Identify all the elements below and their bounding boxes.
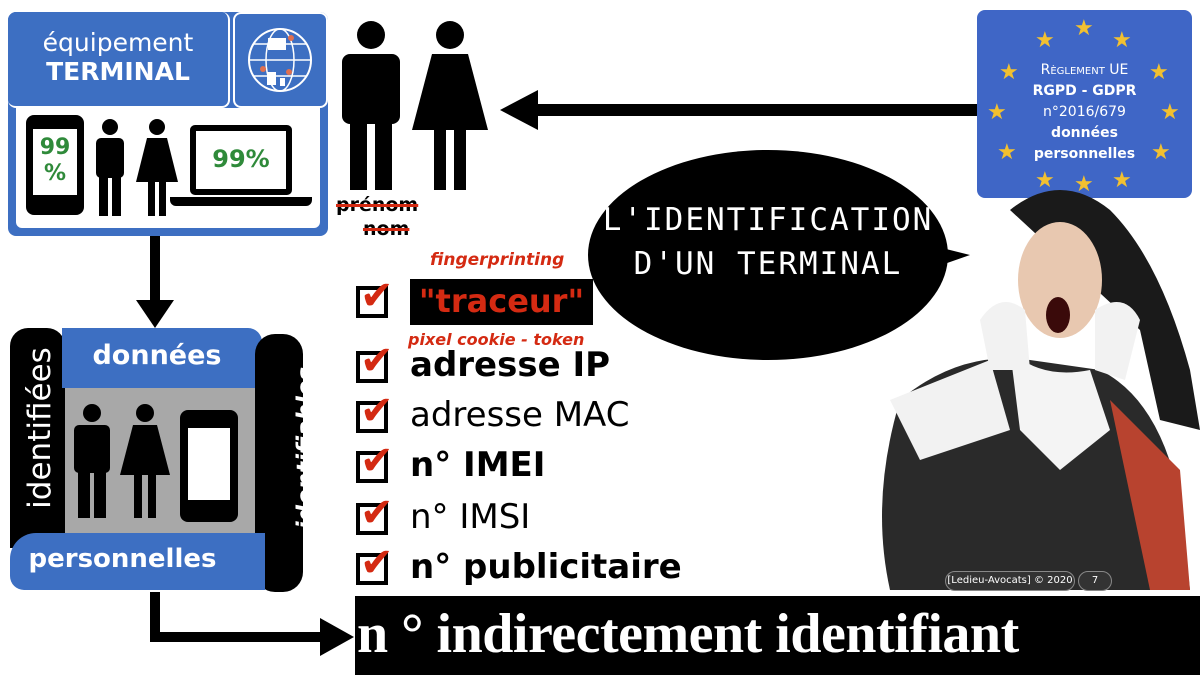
checkbox-checked: ✔ <box>356 543 400 587</box>
star-icon: ★ <box>1160 100 1180 125</box>
tracker-label: "traceur" <box>410 279 593 325</box>
man-icon <box>70 403 114 522</box>
checkmark-icon: ✔ <box>360 388 394 434</box>
checkbox-checked: ✔ <box>356 276 400 320</box>
conclusion-banner <box>355 596 1200 675</box>
checkbox-checked: ✔ <box>356 341 400 385</box>
checkmark-icon: ✔ <box>360 338 394 384</box>
woman-icon-large <box>410 20 490 190</box>
top-label-bar <box>62 328 262 388</box>
label-data: données <box>92 340 222 371</box>
star-icon: ★ <box>1112 28 1132 53</box>
checklist-item-mac: adresse MAC <box>410 395 630 435</box>
first-name-crossed: prénom <box>336 194 419 216</box>
checklist-item-ip: adresse IP <box>410 345 611 385</box>
checkmark-icon: ✔ <box>360 273 394 319</box>
star-icon: ★ <box>1074 16 1094 41</box>
arrow-elbow-vertical <box>150 592 160 642</box>
eu-line5: personnelles <box>1033 146 1136 162</box>
checkmark-icon: ✔ <box>360 438 394 484</box>
laptop-icon: 99% <box>190 125 292 195</box>
man-icon <box>90 118 130 216</box>
laptop-base <box>170 197 312 206</box>
star-icon: ★ <box>1074 172 1094 197</box>
star-icon: ★ <box>987 100 1007 125</box>
bubble-tail <box>930 245 970 269</box>
star-icon: ★ <box>1112 168 1132 193</box>
arrow-down-head <box>136 300 174 328</box>
eu-line2: RGPD - GDPR <box>1032 83 1137 99</box>
bubble-line1: L'IDENTIFICATION <box>602 202 934 238</box>
laptop-percent: 99% <box>212 145 270 173</box>
arrow-left-head <box>500 90 538 130</box>
checkbox-checked: ✔ <box>356 493 400 537</box>
arrow-elbow-horizontal <box>150 632 325 642</box>
checkmark-icon: ✔ <box>360 490 394 536</box>
phone-percent-bottom: % <box>43 161 67 186</box>
star-icon: ★ <box>1035 168 1055 193</box>
star-icon: ★ <box>1151 140 1171 165</box>
conclusion-text: n ° indirectement identifiant <box>357 603 1019 665</box>
bubble-line2: D'UN TERMINAL <box>633 246 903 282</box>
label-personal: personnelles <box>28 544 217 574</box>
arrow-down-shaft <box>150 236 160 306</box>
eu-regulation-badge: Règlement UE RGPD - GDPR n°2016/679 donn… <box>977 10 1192 198</box>
woman-icon <box>118 403 172 522</box>
terminal-line2: TERMINAL <box>46 57 190 86</box>
shouting-woman-illustration <box>860 170 1200 590</box>
label-identifiable: identifiables <box>293 366 319 530</box>
left-label-bar <box>10 328 65 548</box>
label-identified: identifiées <box>22 347 58 509</box>
arrow-right-head <box>320 618 354 656</box>
star-icon: ★ <box>1149 60 1169 85</box>
arrow-left-shaft <box>535 104 977 116</box>
phone-percent-top: 99 <box>39 135 71 160</box>
checkbox-checked: ✔ <box>356 391 400 435</box>
star-icon: ★ <box>997 140 1017 165</box>
checklist-item-imsi: n° IMSI <box>410 497 531 537</box>
checklist-item-imei: n° IMEI <box>410 445 546 485</box>
checklist-item-advertising-id: n° publicitaire <box>410 547 682 587</box>
woman-icon <box>134 118 180 216</box>
bottom-label-bar <box>10 533 265 590</box>
smartphone-icon <box>180 410 238 522</box>
terminal-line1: équipement <box>42 28 194 57</box>
checkmark-icon: ✔ <box>360 540 394 586</box>
checkbox-checked: ✔ <box>356 441 400 485</box>
tracker-subtitle: pixel cookie - token <box>408 330 585 349</box>
eu-line4: données <box>1051 125 1118 141</box>
man-icon-large <box>336 20 406 190</box>
smartphone-icon: 99 % <box>26 115 84 215</box>
terminal-header: équipement TERMINAL <box>8 12 230 108</box>
fingerprinting-label: fingerprinting <box>430 250 565 270</box>
globe-network-icon <box>233 12 328 108</box>
eu-line3: n°2016/679 <box>1043 104 1126 120</box>
speech-bubble: L'IDENTIFICATION D'UN TERMINAL <box>588 150 948 360</box>
footer-credit: [Ledieu-Avocats] © 2020 <box>945 571 1075 591</box>
personal-data-diagram: identifiées données identifiables person… <box>10 328 319 592</box>
star-icon: ★ <box>999 60 1019 85</box>
page-number: 7 <box>1078 571 1112 591</box>
eu-line1: Règlement UE <box>1040 62 1129 78</box>
last-name-crossed: nom <box>363 218 410 240</box>
star-icon: ★ <box>1035 28 1055 53</box>
